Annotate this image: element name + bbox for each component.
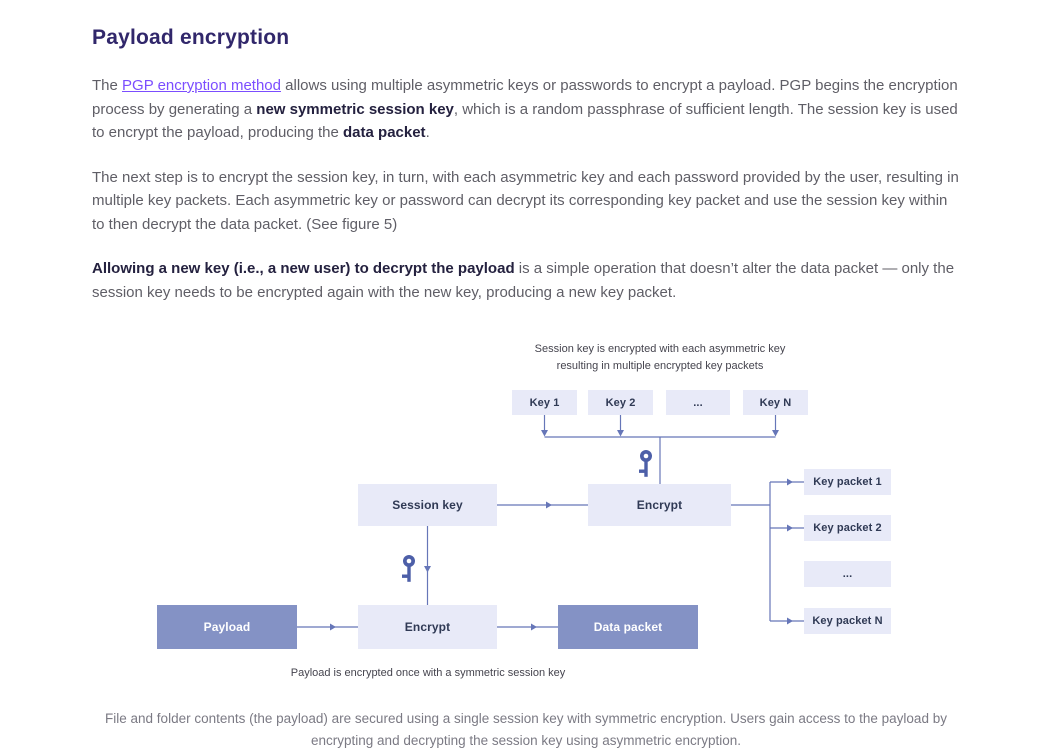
encryption-flow-diagram: Session key is encrypted with each asymm…	[0, 335, 1052, 687]
diagram-bottom-caption: Payload is encrypted once with a symmetr…	[290, 667, 566, 679]
bold-allowing-new-key: Allowing a new key (i.e., a new user) to…	[92, 260, 515, 277]
bold-session-key: new symmetric session key	[256, 100, 454, 118]
node-key-packet-2: Key packet 2	[804, 515, 891, 541]
paragraph-next-step: The next step is to encrypt the session …	[92, 168, 959, 233]
key-icon	[402, 555, 415, 582]
text-run: , which is a random passphrase of suffic…	[92, 100, 958, 142]
paragraph-intro: The PGP encryption method allows using m…	[92, 74, 964, 145]
node-key-ellipsis: ...	[666, 390, 730, 415]
paragraph-new-key: Allowing a new key (i.e., a new user) to…	[92, 257, 964, 304]
page-title: Payload encryption	[92, 26, 290, 49]
diagram-top-caption-line2: resulting in multiple encrypted key pack…	[556, 360, 764, 372]
node-session-key: Session key	[358, 484, 497, 526]
node-key-packet-n: Key packet N	[804, 608, 891, 634]
text-run: .	[425, 124, 430, 141]
key-icon	[639, 450, 652, 477]
node-key-1: Key 1	[512, 390, 577, 415]
node-key-n: Key N	[743, 390, 808, 415]
text-run: allows using multiple asymmetric keys or…	[92, 77, 958, 118]
bold-data-packet: data packet	[343, 124, 426, 141]
diagram-top-caption: Session key is encrypted with each asymm…	[460, 341, 860, 375]
node-key-packet-1: Key packet 1	[804, 469, 891, 495]
text-run: is a simple operation that doesn’t alter…	[92, 260, 955, 301]
node-data-packet: Data packet	[558, 605, 698, 649]
node-payload: Payload	[157, 605, 297, 649]
node-encrypt-bottom: Encrypt	[358, 605, 497, 649]
node-key-2: Key 2	[588, 390, 653, 415]
text-run: The	[92, 77, 123, 94]
figure-caption: File and folder contents (the payload) a…	[105, 711, 947, 748]
node-encrypt-top: Encrypt	[588, 484, 731, 526]
pgp-encryption-method-link[interactable]: PGP encryption method	[122, 77, 281, 94]
article-content: Payload encryption The PGP encryption me…	[0, 0, 1052, 304]
diagram-top-caption-line1: Session key is encrypted with each asymm…	[534, 343, 786, 355]
node-key-packet-ellipsis: ...	[804, 561, 891, 587]
diagram-connectors	[297, 415, 804, 631]
